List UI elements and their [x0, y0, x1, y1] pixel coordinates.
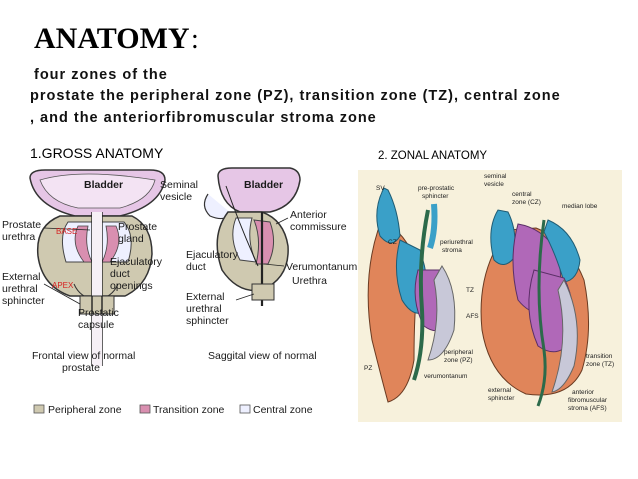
zonal-label-pre-2: sphincter — [422, 193, 449, 200]
label-seminal-2: vesicle — [160, 191, 192, 203]
zonal-label-ant-1: anterior — [572, 389, 595, 396]
zonal-label-cz: CZ — [388, 239, 397, 246]
label-ejac-frontal-3: openings — [110, 280, 153, 292]
zonal-label-tz: TZ — [466, 287, 474, 294]
sagittal-view-diagram: Seminal vesicle Bladder Anterior commiss… — [160, 167, 357, 362]
zonal-label-pz: PZ — [364, 365, 372, 372]
zonal-anatomy-figure: SV pre-prostatic sphincter seminal vesic… — [358, 170, 622, 422]
label-ext-frontal-2: urethral — [2, 283, 38, 295]
legend-swatch-transition — [139, 404, 151, 414]
label-bladder-sagittal: Bladder — [244, 179, 283, 191]
leader-verumontanum — [263, 263, 285, 267]
zonal-label-sem-1: seminal — [484, 173, 507, 180]
zonal-label-sv: SV — [376, 185, 385, 192]
zonal-label-afs: AFS — [466, 313, 479, 320]
leader-ext-sagittal — [235, 293, 255, 301]
zonal-label-median: median lobe — [562, 203, 598, 210]
zonal-label-pz2-2: zone (PZ) — [444, 357, 473, 364]
zonal-label-ant-3: stroma (AFS) — [568, 405, 607, 412]
right-seminal-vesicle — [490, 209, 516, 265]
label-ext-sagittal-2: urethral — [186, 303, 222, 315]
zonal-label-cen-1: central — [512, 191, 532, 198]
label-prostate-gland-2: gland — [118, 233, 144, 245]
label-base: BASE — [56, 227, 77, 236]
sagittal-ejac-duct — [225, 185, 259, 267]
legend-central: Central zone — [253, 404, 313, 416]
label-ext-frontal-1: External — [2, 271, 41, 283]
label-ext-sagittal-1: External — [186, 291, 225, 303]
caption-frontal-2: prostate — [62, 362, 100, 374]
zonal-label-verum: verumontanum — [424, 373, 467, 380]
leader-prostate-urethra — [43, 227, 91, 231]
intro-line-3: , and the anteriorfibromuscular stroma z… — [30, 110, 377, 126]
label-ext-sagittal-3: sphincter — [186, 315, 229, 327]
frontal-view-diagram: Bladder Prostate urethra Prostate gland … — [2, 169, 166, 374]
leader-anterior — [275, 217, 289, 225]
label-anterior-1: Anterior — [290, 209, 327, 221]
label-bladder-frontal: Bladder — [84, 179, 123, 191]
legend-swatch-peripheral — [33, 404, 45, 414]
bladder-inner — [39, 173, 156, 209]
legend-peripheral: Peripheral zone — [48, 404, 122, 416]
zonal-label-tz2-1: transition — [586, 353, 613, 360]
caption-frontal-1: Frontal view of normal — [32, 350, 135, 362]
label-prostate-urethra-2: urethra — [2, 231, 35, 243]
section-gross-anatomy: 1.GROSS ANATOMY — [30, 145, 164, 161]
right-median-lobe — [543, 219, 581, 283]
zonal-label-ext-1: external — [488, 387, 512, 394]
page-title: ANATOMY — [34, 22, 190, 55]
sphincter-urethra — [91, 296, 103, 314]
zonal-label-tz2-2: zone (TZ) — [586, 361, 614, 368]
label-ejac-frontal-2: duct — [110, 268, 130, 280]
legend-swatch-central — [239, 404, 251, 414]
label-ejac-sagittal-1: Ejaculatory — [186, 249, 239, 261]
label-seminal-1: Seminal — [160, 179, 198, 191]
zonal-label-cen-2: zone (CZ) — [512, 199, 541, 206]
label-prostate-urethra-1: Prostate — [2, 219, 41, 231]
leader-ext-frontal — [43, 283, 81, 305]
intro-line-2: prostate the peripheral zone (PZ), trans… — [30, 88, 561, 104]
zonal-label-sem-2: vesicle — [484, 181, 504, 188]
section-zonal-anatomy: 2. ZONAL ANATOMY — [378, 150, 488, 162]
label-ext-frontal-3: sphincter — [2, 295, 45, 307]
right-afs — [551, 278, 578, 393]
caption-sagittal: Saggital view of normal — [208, 350, 317, 362]
transition-zone-right — [101, 225, 120, 263]
zone-legend: Peripheral zone Transition zone Central … — [33, 404, 313, 416]
label-ejac-frontal-1: Ejaculatory — [110, 256, 163, 268]
label-capsule-2: capsule — [78, 319, 114, 331]
legend-transition: Transition zone — [153, 404, 225, 416]
urethra-fill — [92, 212, 102, 366]
label-ejac-sagittal-2: duct — [186, 261, 206, 273]
left-seminal-vesicle — [376, 187, 401, 244]
zonal-label-ant-2: fibromuscular — [568, 397, 608, 404]
sagittal-bladder-shape — [217, 167, 301, 213]
zonal-label-ext-2: sphincter — [488, 395, 515, 402]
intro-line-1: four zones of the — [34, 67, 168, 83]
zonal-label-pre-1: pre-prostatic — [418, 185, 455, 192]
left-urethra — [412, 209, 430, 381]
zonal-label-pz2-1: peripheral — [444, 349, 473, 356]
right-urethra — [536, 219, 547, 407]
left-afs — [427, 265, 456, 361]
label-verumontanum: Verumontanum — [286, 261, 357, 273]
label-urethra-sagittal: Urethra — [292, 275, 327, 287]
sagittal-sphincter — [251, 283, 275, 301]
external-sphincter-shape — [79, 295, 115, 315]
title-colon: : — [191, 24, 199, 55]
label-capsule-1: Prostatic — [78, 307, 119, 319]
left-pre-sphincter — [427, 203, 438, 249]
label-apex: APEX — [52, 281, 74, 290]
label-prostate-gland-1: Prostate — [118, 221, 157, 233]
zonal-label-peri-1: periurethral — [440, 239, 473, 246]
zonal-label-peri-2: stroma — [442, 247, 462, 254]
gross-anatomy-figure: Bladder Prostate urethra Prostate gland … — [2, 167, 357, 416]
label-anterior-2: commissure — [290, 221, 347, 233]
